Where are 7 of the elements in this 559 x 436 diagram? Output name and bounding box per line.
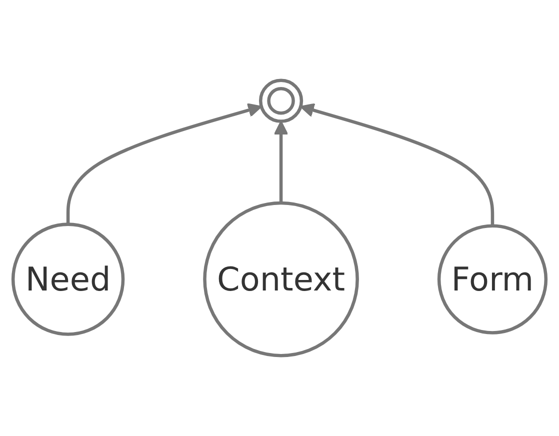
node-circle: Context bbox=[203, 201, 359, 358]
arrow bbox=[300, 103, 494, 226]
node-circle bbox=[258, 78, 304, 123]
node-circle: Need bbox=[11, 222, 125, 336]
arrow bbox=[274, 120, 288, 203]
arrow bbox=[66, 103, 262, 224]
node-circle: Form bbox=[437, 224, 548, 334]
